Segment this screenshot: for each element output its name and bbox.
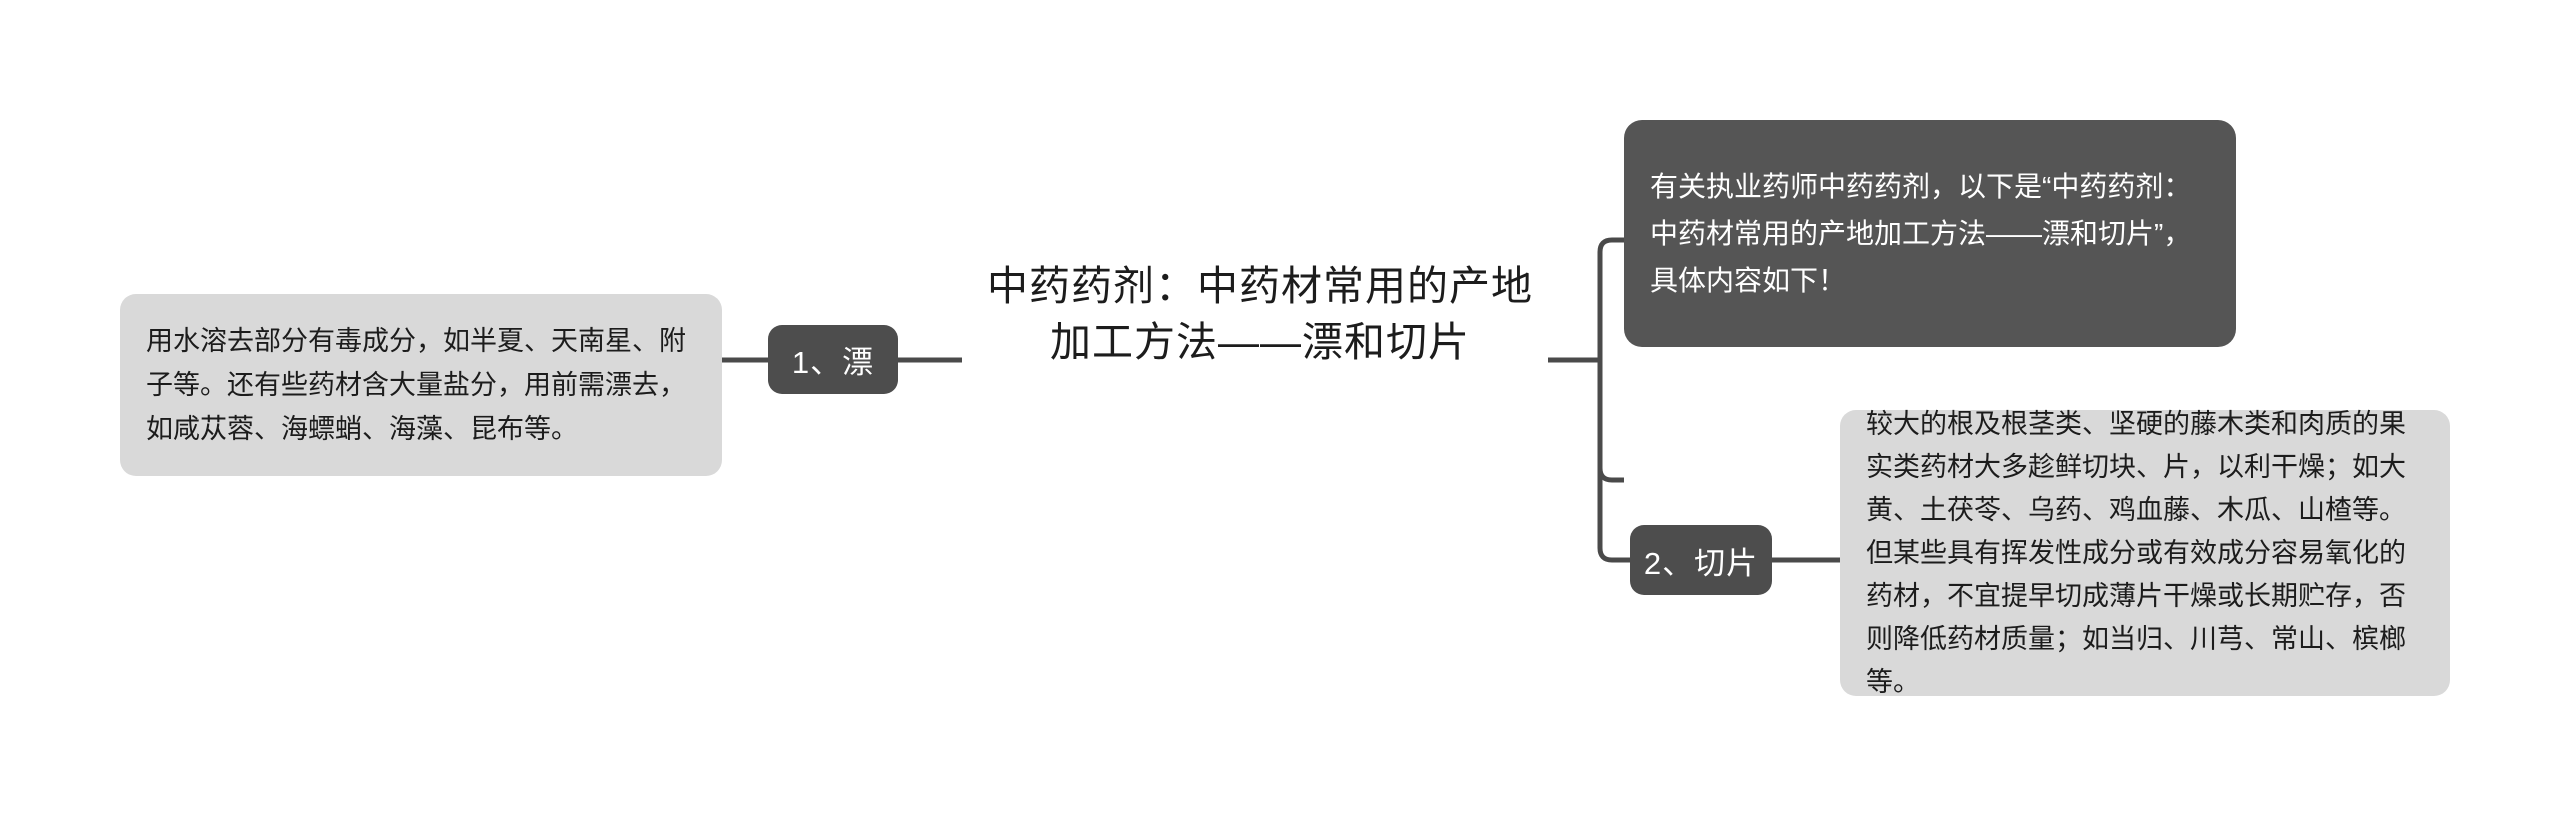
branch-detail-piao: 用水溶去部分有毒成分，如半夏、天南星、附子等。还有些药材含大量盐分，用前需漂去，… bbox=[120, 294, 722, 476]
connector-spine-to-node-qiepian bbox=[1597, 468, 1630, 563]
root-title: 中药药剂：中药材常用的产地加工方法——漂和切片 bbox=[980, 258, 1540, 370]
connector-right-bracket bbox=[1597, 237, 1624, 483]
branch-node-qiepian-label: 2、切片 bbox=[1643, 545, 1759, 581]
branch-detail-qiepian-text: 较大的根及根茎类、坚硬的藤木类和肉质的果实类药材大多趁鲜切块、片，以利干燥；如大… bbox=[1866, 408, 2406, 697]
intro-note: 有关执业药师中药药剂，以下是“中药药剂：中药材常用的产地加工方法——漂和切片”，… bbox=[1624, 120, 2236, 347]
branch-detail-piao-text: 用水溶去部分有毒成分，如半夏、天南星、附子等。还有些药材含大量盐分，用前需漂去，… bbox=[146, 326, 686, 444]
branch-node-piao[interactable]: 1、漂 bbox=[768, 325, 898, 394]
branch-detail-qiepian: 较大的根及根茎类、坚硬的藤木类和肉质的果实类药材大多趁鲜切块、片，以利干燥；如大… bbox=[1840, 409, 2450, 697]
branch-node-piao-label: 1、漂 bbox=[791, 345, 875, 380]
root-title-text: 中药药剂：中药材常用的产地加工方法——漂和切片 bbox=[987, 263, 1533, 365]
intro-note-text: 有关执业药师中药药剂，以下是“中药药剂：中药材常用的产地加工方法——漂和切片”，… bbox=[1650, 171, 2192, 296]
branch-node-qiepian[interactable]: 2、切片 bbox=[1630, 525, 1772, 595]
